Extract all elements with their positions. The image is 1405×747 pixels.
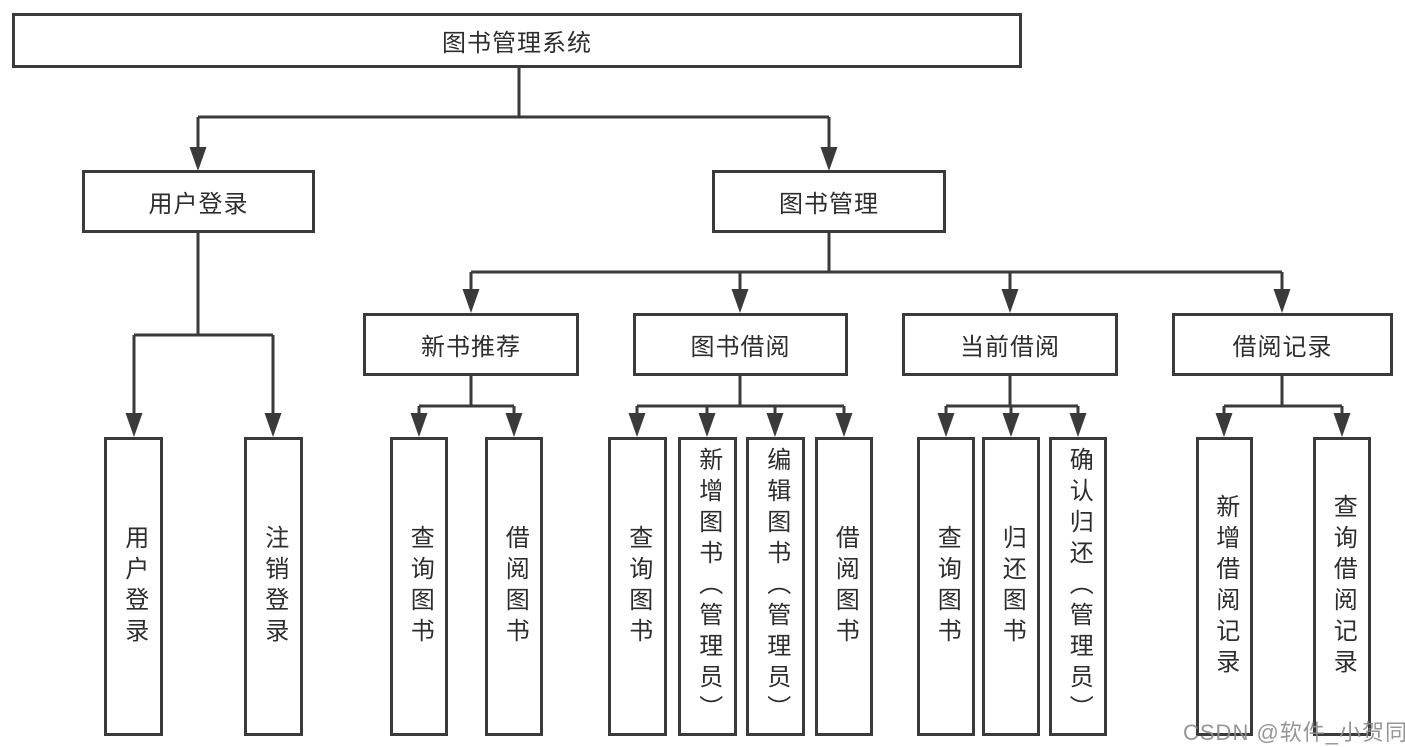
node-leaf-borrow-books-2-label: 借阅图书 — [831, 524, 859, 649]
node-book-borrowing: 图书借阅 — [633, 313, 848, 376]
node-leaf-borrow-books-2: 借阅图书 — [815, 437, 873, 736]
node-current-borrowing-label: 当前借阅 — [960, 334, 1060, 361]
node-borrowing-records: 借阅记录 — [1172, 313, 1393, 376]
node-leaf-add-books-admin: 新增图书（管理员） — [678, 437, 737, 736]
connector-current-borrowing-children — [937, 376, 1087, 437]
node-leaf-edit-books-admin-label: 编辑图书（管理员） — [762, 447, 790, 726]
node-current-borrowing: 当前借阅 — [902, 313, 1118, 376]
node-leaf-borrow-books-1: 借阅图书 — [485, 437, 543, 736]
node-leaf-confirm-return-admin: 确认归还（管理员） — [1049, 437, 1107, 736]
node-leaf-query-books-1-label: 查询图书 — [406, 524, 434, 649]
node-leaf-return-books-label: 归还图书 — [998, 524, 1026, 649]
node-leaf-return-books: 归还图书 — [982, 437, 1040, 736]
node-leaf-add-books-admin-label: 新增图书（管理员） — [694, 447, 722, 726]
node-leaf-query-books-2-label: 查询图书 — [624, 524, 652, 649]
node-leaf-logout-label: 注销登录 — [260, 524, 288, 649]
node-root-label: 图书管理系统 — [442, 30, 592, 57]
node-new-book-recommendation: 新书推荐 — [363, 313, 579, 376]
node-leaf-query-books-3-label: 查询图书 — [933, 524, 961, 649]
node-new-book-recommendation-label: 新书推荐 — [421, 334, 521, 361]
node-leaf-user-login-label: 用户登录 — [120, 524, 148, 649]
node-leaf-logout: 注销登录 — [244, 437, 303, 736]
node-book-management-label: 图书管理 — [779, 191, 879, 218]
watermark-text: CSDN @软件_小贺同学 — [1183, 720, 1405, 745]
connector-borrowing-records-children — [1215, 376, 1351, 437]
node-user-login-label: 用户登录 — [148, 191, 249, 218]
connector-book-management-children — [462, 233, 1291, 313]
node-user-login: 用户登录 — [82, 170, 315, 233]
node-leaf-edit-books-admin: 编辑图书（管理员） — [746, 437, 805, 736]
node-leaf-query-borrow-record: 查询借阅记录 — [1313, 437, 1371, 736]
connector-new-book-recommendation-children — [410, 376, 523, 437]
node-leaf-query-books-3: 查询图书 — [917, 437, 975, 736]
node-leaf-query-books-2: 查询图书 — [608, 437, 667, 736]
connector-root-to-level2 — [189, 67, 838, 171]
node-leaf-add-borrow-record-label: 新增借阅记录 — [1211, 493, 1239, 680]
node-leaf-borrow-books-1-label: 借阅图书 — [501, 524, 529, 649]
connector-user-login-children — [125, 233, 282, 437]
node-leaf-query-borrow-record-label: 查询借阅记录 — [1329, 493, 1357, 680]
node-leaf-user-login: 用户登录 — [104, 437, 163, 736]
node-leaf-query-books-1: 查询图书 — [390, 437, 448, 736]
node-book-management: 图书管理 — [712, 170, 946, 233]
node-leaf-add-borrow-record: 新增借阅记录 — [1196, 437, 1253, 736]
node-root: 图书管理系统 — [12, 13, 1022, 68]
node-borrowing-records-label: 借阅记录 — [1232, 334, 1333, 361]
node-book-borrowing-label: 图书借阅 — [690, 334, 791, 361]
node-leaf-confirm-return-admin-label: 确认归还（管理员） — [1065, 447, 1093, 726]
connector-book-borrowing-children — [628, 376, 853, 437]
